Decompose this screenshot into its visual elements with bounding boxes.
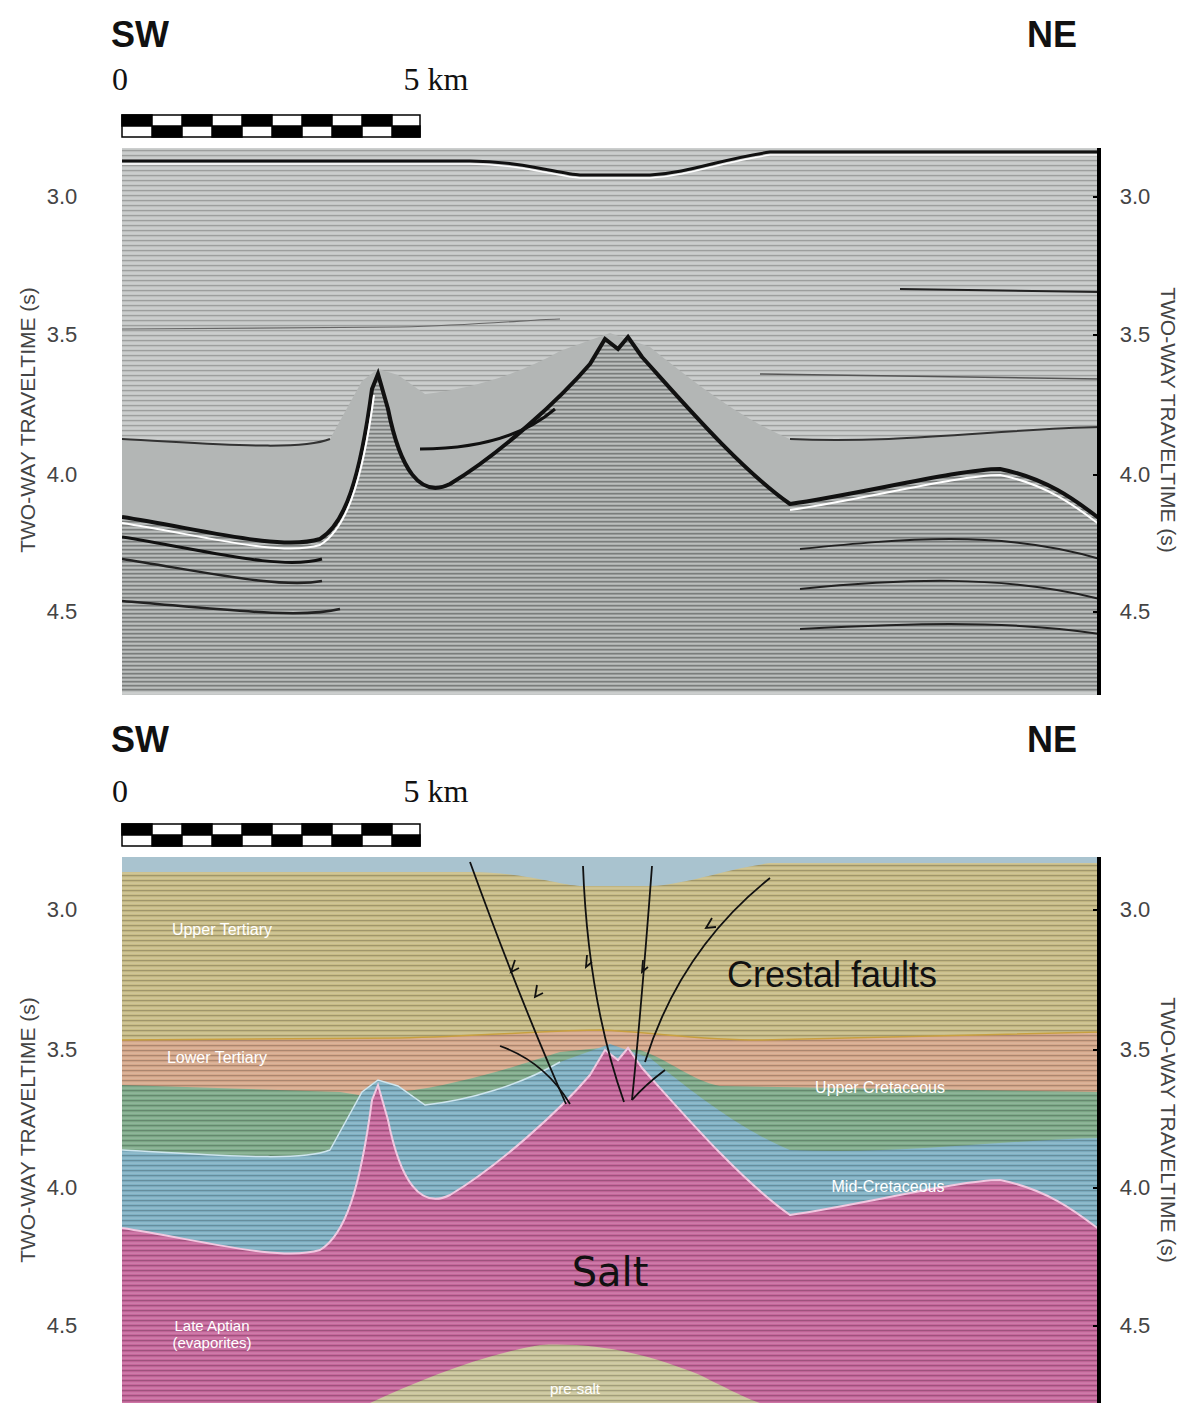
tick-label: 3.0 xyxy=(47,185,78,209)
band-label: Mid-Cretaceous xyxy=(832,1178,945,1196)
tick-label: 3.0 xyxy=(47,898,78,922)
stratigraphic-band: Lower Tertiary xyxy=(130,1038,330,1078)
band-label: Lower Tertiary xyxy=(167,1049,267,1067)
tick-label: 4.0 xyxy=(47,1176,78,1200)
tick-label: 3.0 xyxy=(1120,898,1151,922)
tick-label: 4.0 xyxy=(1120,1176,1151,1200)
band-label: Salt xyxy=(572,1249,649,1295)
axis-title: TWO-WAY TRAVELTIME (s) xyxy=(16,997,39,1263)
band-label: Upper Tertiary xyxy=(172,921,272,939)
band-sublabel: Late Aptian (evaporites) xyxy=(147,1317,277,1352)
axis-title: TWO-WAY TRAVELTIME (s) xyxy=(16,287,39,553)
tick-label: 4.5 xyxy=(1120,600,1151,624)
stratigraphic-band: Mid-Cretaceous xyxy=(780,1168,1000,1208)
scale-bar xyxy=(122,115,420,137)
fault-lines xyxy=(470,862,770,1104)
band-label: pre-salt xyxy=(550,1380,600,1397)
compass-heading: SW xyxy=(111,720,169,760)
tick-label: 3.0 xyxy=(1120,185,1151,209)
pre-salt-body: pre-salt xyxy=(515,1374,635,1402)
scale-label: 5 km xyxy=(404,774,469,809)
annotation: Crestal faults xyxy=(727,955,937,995)
scale-label: 0 xyxy=(112,774,128,809)
tick-label: 3.5 xyxy=(47,1038,78,1062)
tick-label: 4.0 xyxy=(47,463,78,487)
compass-heading: NE xyxy=(1027,15,1077,55)
time-axis xyxy=(1093,148,1099,695)
scale-bar xyxy=(122,824,420,846)
salt-body: SaltLate Aptian (evaporites) xyxy=(140,1235,720,1375)
axis-title: TWO-WAY TRAVELTIME (s) xyxy=(1156,997,1179,1263)
raw-seismic xyxy=(122,148,1100,695)
tick-label: 3.5 xyxy=(47,323,78,347)
tick-label: 3.5 xyxy=(1120,1038,1151,1062)
stratigraphic-band: Upper Tertiary xyxy=(130,905,380,955)
scale-label: 5 km xyxy=(404,62,469,97)
time-axis xyxy=(1093,857,1099,1403)
axis-title: TWO-WAY TRAVELTIME (s) xyxy=(1156,287,1179,553)
tick-label: 4.5 xyxy=(1120,1314,1151,1338)
tick-label: 3.5 xyxy=(1120,323,1151,347)
tick-label: 4.0 xyxy=(1120,463,1151,487)
compass-heading: SW xyxy=(111,15,169,55)
tick-label: 4.5 xyxy=(47,600,78,624)
band-label: Upper Cretaceous xyxy=(815,1079,945,1097)
interpreted-seismic xyxy=(122,857,1100,1403)
tick-label: 4.5 xyxy=(47,1314,78,1338)
scale-label: 0 xyxy=(112,62,128,97)
stratigraphic-band: Upper Cretaceous xyxy=(770,1068,990,1108)
compass-heading: NE xyxy=(1027,720,1077,760)
